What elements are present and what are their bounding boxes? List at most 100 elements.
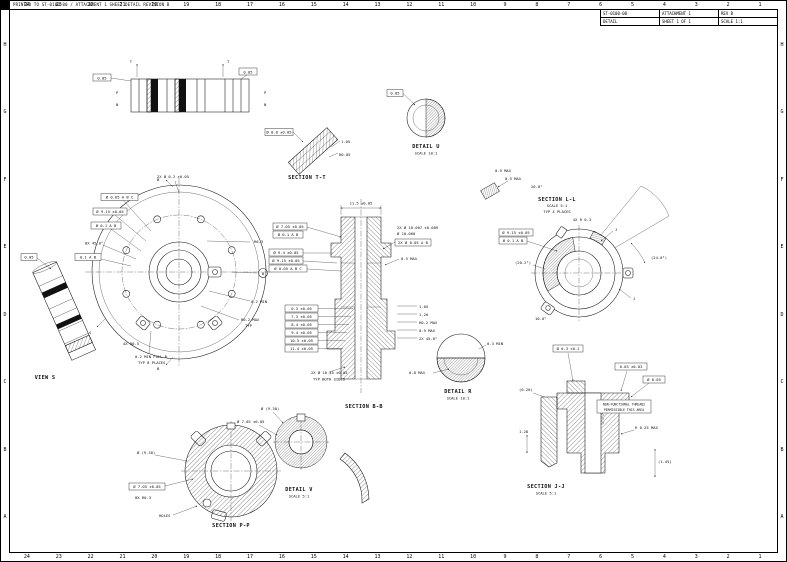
note-text: NON-FUNCTIONAL THREADS [603, 403, 645, 407]
grid-col-label: 2 [726, 2, 730, 8]
section-arrow-label: T [227, 59, 230, 64]
dim-text: HOLES [159, 513, 171, 518]
grid-col-label: 14 [342, 2, 349, 8]
grid-col-label: 22 [87, 554, 94, 560]
dim-text: 0.5 MAX [505, 176, 522, 181]
grid-row-label: E [3, 244, 7, 251]
grid-col-label: 4 [662, 2, 666, 8]
grid-col-label: 12 [406, 2, 413, 8]
dim-text: Ø 9.15 ±0.05 [96, 209, 123, 214]
grid-col-label: 12 [406, 554, 413, 560]
grid-col-label: 1 [758, 2, 762, 8]
grid-col-label: 19 [183, 2, 190, 8]
dim-text: 8X 45.0° [85, 241, 103, 246]
grid-col-label: 23 [55, 554, 62, 560]
grid-col-label: 20 [151, 2, 158, 8]
dim-text: Ø 9.15 ±0.05 [502, 230, 529, 235]
dim-text: (20.2°) [515, 260, 531, 265]
dim-text: TYP BOTH SIDES [313, 377, 346, 382]
dim-text: 10.5 ±0.05 [290, 338, 313, 343]
section-arrow-label: B [157, 177, 160, 182]
dim-text: 0.9 MAX [419, 328, 436, 333]
view-label: SECTION J-J [527, 484, 565, 490]
dim-text: 1.05 [419, 304, 428, 309]
grid-col-label: 6 [599, 554, 603, 560]
dim-text: 2X Ø 10.007 ±0.009 [397, 225, 439, 230]
dim-text: 1.28 [519, 429, 529, 434]
grid-row-label: A [780, 514, 784, 521]
dim-text: TYP 8 PLACES [138, 360, 166, 365]
grid-col-label: 11 [438, 2, 445, 8]
grid-col-label: 17 [247, 2, 254, 8]
grid-row-label: C [3, 379, 7, 386]
view-label: DETAIL U [412, 144, 439, 150]
grid-col-label: 10 [470, 554, 477, 560]
view-arrow-label: N [116, 102, 119, 107]
dim-text: Ø (9.30) [137, 450, 155, 455]
datum-label: B [262, 271, 265, 276]
view-front-main: 2X Ø 0.2 ±0.05 Ø 0.05 A B C Ø 9.15 ±0.05… [74, 174, 273, 371]
grid-row-label: G [780, 109, 784, 116]
view-label: DETAIL R [444, 389, 472, 395]
grid-row-label: D [3, 311, 7, 318]
dim-text: Ø 0.3 ±0.1 [557, 346, 581, 351]
dim-text: 0.05 [97, 76, 106, 81]
grid-col-label: 2 [726, 554, 730, 560]
dim-text: 0.3 ±0.05 [291, 306, 312, 311]
note-text: PERMISSIBLE THIS AREA [604, 408, 644, 412]
dim-text: 0.2 MIN [251, 299, 268, 304]
grid-row-label: G [3, 109, 7, 116]
dim-text: 0.5 MAX [401, 256, 418, 261]
view-label-scale: SCALE 10:1 [415, 151, 439, 156]
dim-text: 8.4 ±0.05 [291, 322, 312, 327]
grid-col-label: 18 [215, 554, 222, 560]
dim-text: 2X Ø 0.2 ±0.05 [157, 174, 189, 179]
dim-text: 10.0° [535, 316, 546, 321]
grid-col-label: 9 [503, 554, 507, 560]
dim-text: 2X Ø 10.45 ±0.05 [311, 370, 348, 375]
view-label: SECTION T-T [288, 175, 326, 181]
dim-text: (1.45) [658, 459, 672, 464]
gdt-frame-text: 2X Ø 0.05 A B [398, 240, 428, 245]
corner-mark [1, 1, 10, 10]
view-label-scale: SCALE 5:1 [289, 494, 310, 499]
view-label-scale: SCALE 5:1 [536, 491, 557, 496]
grid-col-label: 4 [662, 554, 666, 560]
dim-text: 2X 45.0° [419, 336, 437, 341]
dim-text: R0.05 [339, 152, 350, 157]
grid-row-label: D [780, 311, 784, 318]
view-label-typ: TYP 4 PLACES [543, 209, 571, 214]
gdt-frame-text: Ø 0.05 [647, 377, 661, 382]
view-label-scale: SCALE 10:1 [447, 396, 471, 401]
detail-u: 0.05 DETAIL U SCALE 10:1 [386, 89, 446, 156]
grid-row-label: B [3, 446, 7, 453]
view-label: SECTION B-B [345, 404, 383, 410]
view-arrow-label: P [264, 90, 267, 95]
view-label-scale: SCALE 5:1 [547, 203, 568, 208]
gdt-frame-text: 0.1 A B [80, 255, 97, 260]
view-arrow-label: S [89, 330, 92, 335]
grid-row-label: B [780, 446, 784, 453]
dim-text: 7.3 ±0.05 [291, 314, 312, 319]
grid-col-label: 8 [535, 2, 539, 8]
grid-col-label: 21 [119, 2, 126, 8]
dim-text: R0.3 [254, 239, 263, 244]
grid-col-label: 1 [758, 554, 762, 560]
dim-text: Ø 9.4 ±0.05 [273, 250, 298, 255]
dim-text: 9.4 ±0.05 [291, 330, 312, 335]
section-t-t: Ø 0.8 ±0.05 1.05 R0.05 SECTION T-T [264, 127, 350, 181]
grid-col-label: 18 [215, 2, 222, 8]
dim-text: 1.20 [419, 312, 429, 317]
grid-col-label: 7 [567, 554, 571, 560]
dim-text: 0.03 ±0.03 [620, 364, 643, 369]
section-arrow-label: T [130, 59, 133, 64]
dim-text: 0.05 [243, 70, 252, 75]
dim-text: Ø (9.30) [261, 406, 279, 411]
grid-row-label: E [780, 244, 784, 251]
title-type: DETAIL [601, 18, 660, 25]
title-sheet-count: SHEET 1 OF 1 [660, 18, 719, 25]
section-j-j: Ø 0.3 ±0.1 0.03 ±0.03 Ø 0.05 NON-FUNCTIO… [519, 344, 672, 496]
grid-row-label: H [780, 41, 784, 48]
